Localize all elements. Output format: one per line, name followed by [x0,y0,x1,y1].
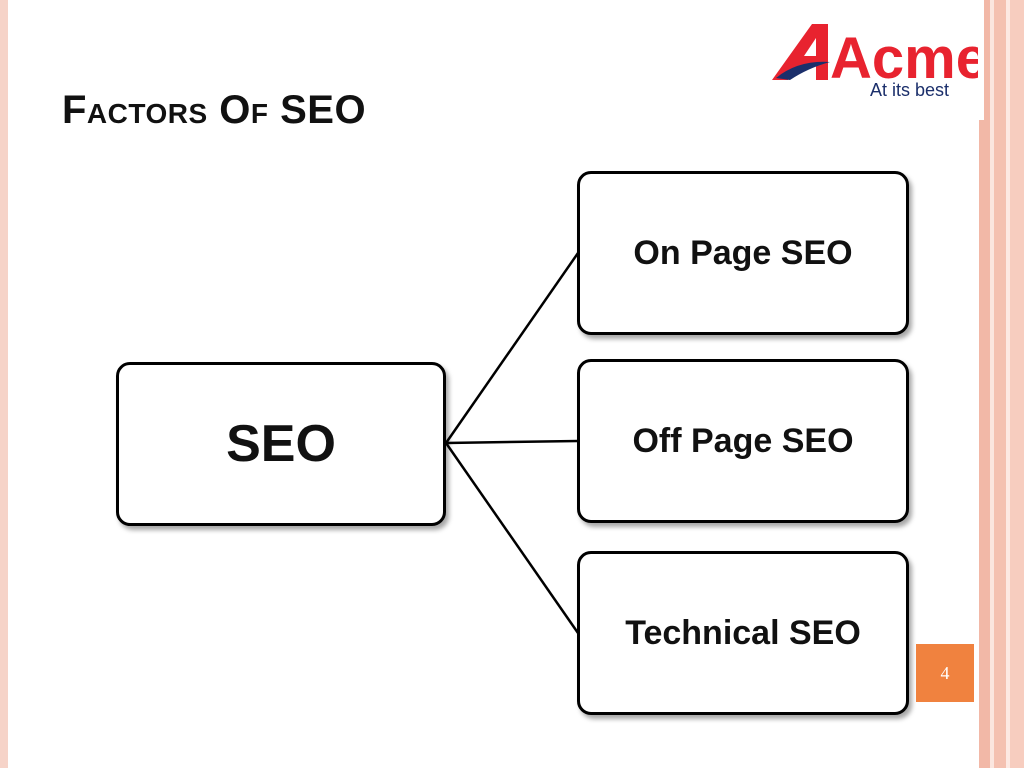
decorative-stripe [1010,0,1024,768]
decorative-stripe [1006,0,1010,768]
connector-line-on-page [444,252,580,444]
connector-line-off-page [445,439,579,445]
diagram-node-on-page: On Page SEO [577,171,909,335]
connector-line-technical [444,442,580,634]
logo-tagline: At its best [870,80,950,100]
decorative-stripe [994,0,1006,768]
diagram-node-technical: Technical SEO [577,551,909,715]
diagram-root-node: SEO [116,362,446,526]
decorative-stripe [990,0,994,768]
slide-title: Factors Of SEO [62,88,367,132]
page-number-badge: 4 [916,644,974,702]
acme-logo-mark: Acme [772,24,988,91]
logo-wordmark: Acme [830,26,978,91]
decorative-stripe [979,120,984,768]
decorative-stripe [984,0,990,768]
logo-swoosh [776,61,830,80]
diagram-node-off-page: Off Page SEO [577,359,909,523]
logo-a-counter [804,38,816,56]
acme-logo: Acme [768,18,988,108]
